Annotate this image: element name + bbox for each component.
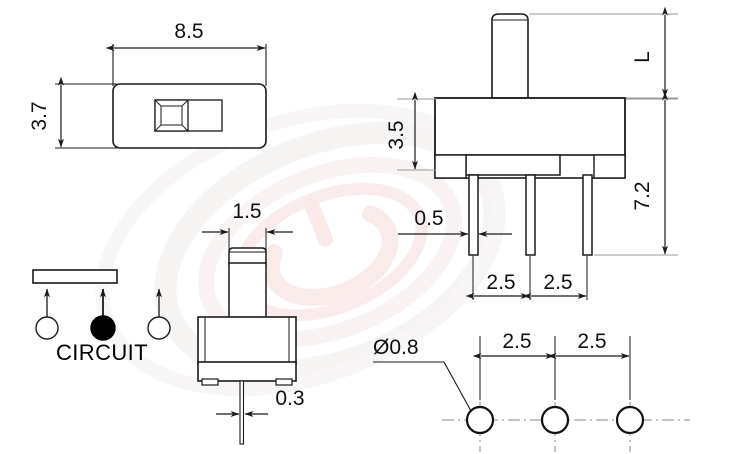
dimension-label-height-3-7: 3.7 (28, 101, 51, 130)
circuit-terminal-1 (35, 316, 59, 340)
front-view-base-plate (197, 361, 297, 382)
dimension-label-pitch-right-2-5: 2.5 (543, 271, 572, 294)
dimension-chain-pin-pitch: 2.5 2.5 (465, 256, 588, 300)
dimension-L-actuator-length: L (529, 6, 678, 99)
pcb-hole-1 (465, 405, 495, 435)
dimension-label-hole-diameter: Ø0.8 (373, 336, 419, 359)
circuit-shorting-bar (32, 269, 118, 284)
dimension-3-7-height: 3.7 (28, 76, 117, 149)
dimension-label-pin-width-0-5: 0.5 (414, 207, 443, 230)
side-view-actuator (491, 13, 529, 99)
front-view-actuator (228, 247, 267, 320)
side-view-body (434, 97, 626, 159)
circuit-terminal-3 (147, 316, 171, 340)
front-view-body (197, 316, 297, 365)
side-view-flange-center (465, 154, 561, 176)
dimension-0-3-pin-thickness: 0.3 (216, 387, 305, 417)
side-view-pin-3 (582, 174, 593, 256)
circuit-label: CIRCUIT (56, 340, 148, 365)
dimension-chain-hole-pitch: 2.5 2.5 (472, 330, 631, 400)
dimension-label-width-8-5: 8.5 (174, 20, 203, 43)
pcb-hole-3 (615, 405, 645, 435)
side-view-flange-right (593, 154, 626, 179)
side-view-flange-left (434, 154, 467, 179)
callout-hole-diameter: Ø0.8 (373, 336, 472, 412)
dimension-label-actuator-width-1-5: 1.5 (232, 200, 261, 223)
top-view-group: 8.5 3.7 (28, 20, 267, 149)
front-view-pin (239, 380, 245, 445)
side-view-pin-2 (525, 174, 536, 256)
front-view-group: 1.5 0.3 (197, 200, 305, 445)
dimension-label-hole-pitch-left-2-5: 2.5 (502, 330, 531, 353)
side-view-group: L 3.5 7.2 0.5 (385, 6, 678, 300)
side-view-pin-1 (468, 174, 479, 256)
top-view-slider-knob (154, 99, 189, 132)
dimension-label-body-height-3-5: 3.5 (385, 120, 408, 149)
pcb-hole-2 (540, 405, 570, 435)
dimension-label-pin-thickness-0-3: 0.3 (275, 387, 304, 410)
dimension-label-L: L (631, 51, 654, 63)
dimension-8-5-width: 8.5 (105, 20, 267, 86)
front-view-foot-right (275, 378, 293, 386)
dimension-7-2-overall-height: 7.2 (594, 91, 678, 256)
front-view-foot-left (201, 378, 219, 386)
dimension-0-5-pin-width: 0.5 (398, 207, 512, 237)
dimension-label-hole-pitch-right-2-5: 2.5 (577, 330, 606, 353)
dimension-3-5-body-height: 3.5 (385, 91, 436, 171)
circuit-terminal-2-common (90, 315, 116, 341)
circuit-diagram-group: CIRCUIT (32, 269, 171, 365)
pcb-layout-group: Ø0.8 2.5 2.5 (373, 330, 690, 452)
dimension-label-pitch-left-2-5: 2.5 (486, 271, 515, 294)
dimension-label-overall-height-7-2: 7.2 (631, 181, 654, 210)
